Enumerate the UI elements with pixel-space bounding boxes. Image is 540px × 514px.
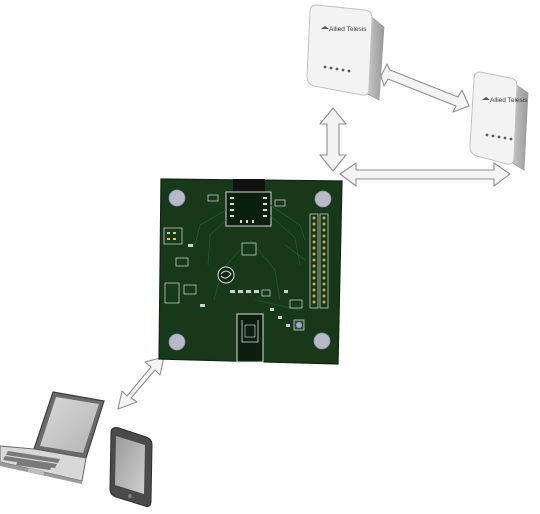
usb-connector: [236, 313, 264, 363]
tactile-button: [293, 319, 305, 331]
radio-module: [233, 179, 265, 192]
allied-telesis-logo-icon: Allied Telesis: [321, 26, 367, 33]
led-indicators: [167, 232, 176, 240]
access-point-brand-label: Allied Telesis: [329, 26, 367, 33]
board-logo-icon: [217, 266, 235, 284]
dev-board-pcb: [158, 178, 343, 365]
access-point-1: Allied Telesis: [306, 4, 385, 101]
bidirectional-arrow-icon: [117, 356, 165, 410]
bidirectional-arrow-icon: [380, 63, 470, 113]
pin-header-pads: [312, 216, 326, 304]
laptop-icon: [0, 391, 105, 484]
access-point-2: Allied Telesis: [469, 71, 529, 171]
keyboard-keys: [3, 451, 60, 470]
status-leds: [485, 133, 513, 141]
smartphone-icon: [109, 427, 153, 507]
bidirectional-arrow-icon: [339, 162, 511, 187]
bidirectional-arrow-icon: [319, 107, 347, 172]
status-leds: [323, 65, 351, 73]
access-point-brand-label: Allied Telesis: [490, 97, 528, 104]
mounting-hole: [168, 189, 332, 351]
small-components: [163, 194, 303, 309]
pin-header: [309, 213, 329, 309]
allied-telesis-logo-icon: Allied Telesis: [482, 97, 528, 104]
smd-parts: [188, 244, 290, 327]
